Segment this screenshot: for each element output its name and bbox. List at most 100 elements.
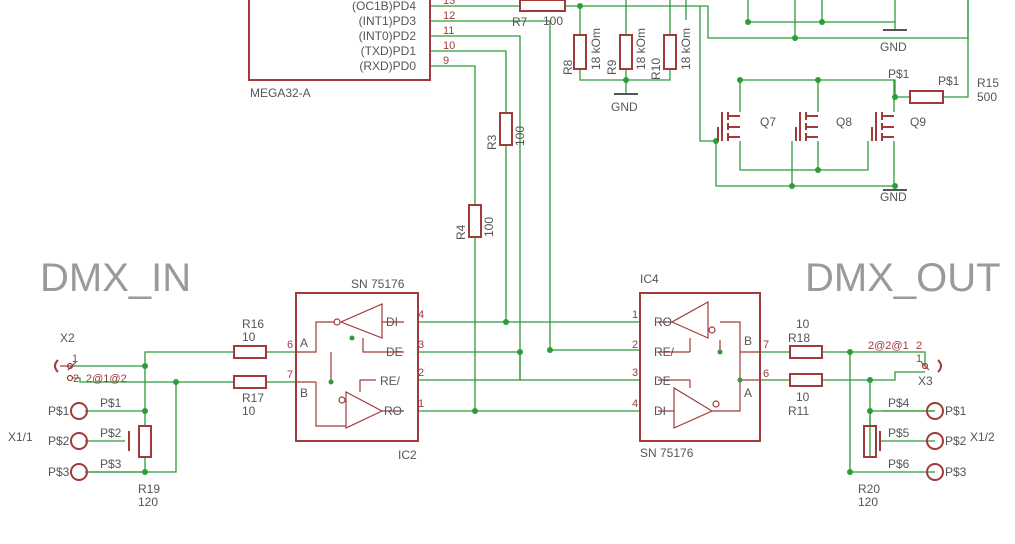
connector-pin-label: P$2 xyxy=(48,434,70,448)
resistor-label: R11 xyxy=(788,404,809,418)
ic2-sn75176: SN 75176 IC2 DI DE RE/ RO A B 4 3 2 1 6 … xyxy=(287,277,424,462)
mcu-name: MEGA32-A xyxy=(250,86,311,100)
connector-label: X3 xyxy=(918,374,933,388)
mosfet-q8: Q8 xyxy=(795,112,852,141)
resistor-value: 100 xyxy=(482,217,496,237)
resistor-label: R15 xyxy=(977,76,999,90)
resistor-label: R8 xyxy=(561,59,575,75)
resistor-label: R4 xyxy=(454,224,468,240)
resistor-value: 10 xyxy=(796,317,810,331)
connector-net-label: P$3 xyxy=(100,457,122,471)
resistor-value: 10 xyxy=(796,390,810,404)
resistor-value: 18 kOm xyxy=(589,28,603,70)
power-net-label: P$1 xyxy=(938,74,960,88)
mcu-pin-label: (RXD)PD0 xyxy=(359,59,416,73)
mcu-pin-label: (INT0)PD2 xyxy=(359,29,417,43)
mcu-mega32: MEGA32-A (OC1B)PD4 (INT1)PD3 (INT0)PD2 (… xyxy=(248,0,455,100)
resistor-label: R9 xyxy=(605,59,619,75)
ic-pin-name: RE/ xyxy=(380,374,401,388)
mosfet-q7: Q7 xyxy=(717,112,776,141)
resistor-r9: R9 18 kOm xyxy=(605,28,648,75)
connector-x3: X3 1 2 2@2@1 xyxy=(868,340,942,388)
mosfet-q9: Q9 xyxy=(871,112,926,141)
resistor-r18: 10 R18 xyxy=(788,317,823,359)
connector-net-label: P$2 xyxy=(100,426,122,440)
ic-pin-number: 7 xyxy=(763,339,769,351)
connector-pin: 2 xyxy=(916,340,922,352)
mcu-pin-number: 10 xyxy=(443,40,455,52)
resistor-value: 120 xyxy=(858,495,878,509)
resistor-r11: 10 R11 xyxy=(788,373,823,418)
connector-net-label: P$5 xyxy=(888,426,910,440)
title-dmx-out: DMX_OUT xyxy=(805,256,1001,300)
connector-label: X1/2 xyxy=(970,430,995,444)
ic-part-label: SN 75176 xyxy=(640,446,694,460)
connector-pin: 2@1@2 xyxy=(86,373,127,385)
resistor-r3: R3 100 xyxy=(485,112,527,150)
connector-pin-label: P$1 xyxy=(945,404,967,418)
ic-part-label: SN 75176 xyxy=(351,277,405,291)
resistor-value: 120 xyxy=(138,495,158,509)
mcu-pin-number: 9 xyxy=(443,55,449,67)
resistor-r4: R4 100 xyxy=(454,204,496,240)
transistor-label: Q9 xyxy=(910,115,926,129)
ic-pin-name: RO xyxy=(654,315,672,329)
junctions xyxy=(142,3,898,475)
transistor-label: Q7 xyxy=(760,115,776,129)
wires xyxy=(72,0,969,473)
ic-name-label: IC4 xyxy=(640,272,659,286)
resistor-label: R3 xyxy=(485,134,499,150)
resistor-r15: R15 500 xyxy=(909,76,999,104)
resistor-r16: R16 10 xyxy=(233,317,267,359)
transistor-label: Q8 xyxy=(836,115,852,129)
resistor-value: 100 xyxy=(543,14,563,28)
connector-pin: 1 xyxy=(72,353,78,365)
ic-pin-number: 3 xyxy=(418,339,424,351)
ic-pin-number: 2 xyxy=(418,367,424,379)
connector-net-label: P$6 xyxy=(888,457,910,471)
resistor-r8: R8 18 kOm xyxy=(561,28,603,75)
resistor-label: R10 xyxy=(649,58,663,80)
ic-pin-name: B xyxy=(300,386,308,400)
resistor-value: 10 xyxy=(242,404,256,418)
ic-pin-number: 1 xyxy=(418,398,424,410)
ic-pin-number: 2 xyxy=(632,339,638,351)
resistor-value: 18 kOm xyxy=(679,28,693,70)
connector-pin: 2@2@1 xyxy=(868,340,909,352)
ic-pin-name: A xyxy=(300,336,308,350)
ic-pin-number: 3 xyxy=(632,367,638,379)
ic-pin-number: 6 xyxy=(763,368,769,380)
gnd-label: GND xyxy=(880,190,907,204)
connector-pin: 2 xyxy=(73,373,79,385)
resistor-label: R19 xyxy=(138,482,160,496)
ic-pin-name: DE xyxy=(654,374,671,388)
resistor-r20: R20 120 xyxy=(858,425,880,509)
resistor-value: 500 xyxy=(977,90,997,104)
connector-pin-label: P$3 xyxy=(48,465,70,479)
connector-pin-label: P$1 xyxy=(48,404,70,418)
connector-pin-label: P$3 xyxy=(945,465,967,479)
ic-pin-name: DI xyxy=(386,315,398,329)
connector-net-label: P$1 xyxy=(100,396,122,410)
mcu-pin-number: 13 xyxy=(443,0,455,7)
mcu-pin-number: 12 xyxy=(443,10,455,22)
resistor-label: R17 xyxy=(242,391,264,405)
resistor-label: R7 xyxy=(512,15,528,29)
gnd-label: GND xyxy=(880,40,907,54)
gnd-symbols: GND GND GND xyxy=(611,29,907,204)
connector-net-label: P$4 xyxy=(888,396,910,410)
ic-pin-name: DI xyxy=(654,404,666,418)
ic-pin-name: DE xyxy=(386,345,403,359)
title-dmx-in: DMX_IN xyxy=(40,256,191,300)
connector-x1-2: X1/2 P$1 P$2 P$3 P$4 P$5 P$6 xyxy=(879,396,995,481)
ic4-sn75176: IC4 SN 75176 RO RE/ DE DI B A 1 2 3 4 7 … xyxy=(632,272,769,460)
resistor-label: R20 xyxy=(858,482,880,496)
mcu-pin-number: 11 xyxy=(443,25,454,37)
resistor-value: 100 xyxy=(513,126,527,146)
gnd-label: GND xyxy=(611,100,638,114)
resistor-r19: R19 120 xyxy=(138,425,160,509)
ic-pin-name: RE/ xyxy=(654,345,675,359)
mcu-pin-label: (INT1)PD3 xyxy=(359,14,417,28)
connector-x1-1: X1/1 P$1 P$2 P$3 P$1 P$2 P$3 xyxy=(8,396,130,481)
